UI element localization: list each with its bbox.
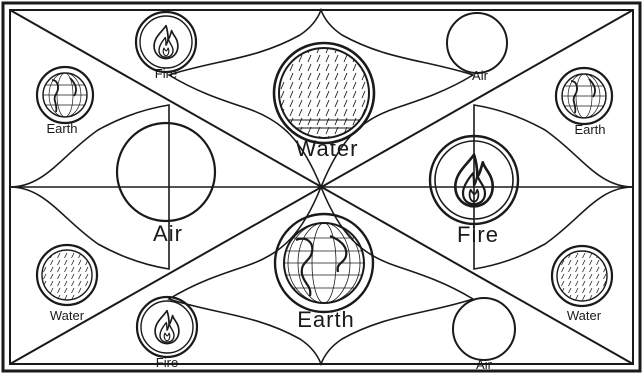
air-left-label: Air bbox=[153, 221, 183, 246]
water-bottom-right-element: Water bbox=[552, 246, 612, 323]
air-circle-icon bbox=[453, 298, 515, 360]
earth-top-left-element: Earth bbox=[37, 67, 93, 136]
air-bottom-element: Air bbox=[453, 298, 515, 372]
fire-top-element: Fire bbox=[136, 12, 196, 81]
water-bottom-left-label: Water bbox=[50, 308, 85, 323]
earth-center-label: Earth bbox=[297, 307, 355, 332]
air-top-element: Air bbox=[447, 13, 507, 83]
air-left-element: Air bbox=[117, 123, 215, 246]
air-circle-icon bbox=[447, 13, 507, 73]
fire-top-label: Fire bbox=[155, 66, 177, 81]
water-bottom-right-label: Water bbox=[567, 308, 602, 323]
air-bottom-label: Air bbox=[476, 357, 493, 372]
fire-bottom-label: Fire bbox=[156, 355, 178, 370]
air-top-label: Air bbox=[472, 68, 489, 83]
earth-top-left-label: Earth bbox=[46, 121, 77, 136]
water-bottom-left-element: Water bbox=[37, 245, 97, 323]
fire-bottom-element: Fire bbox=[137, 297, 197, 370]
water-center-element: Water bbox=[274, 43, 374, 161]
fire-right-label: Fire bbox=[457, 222, 499, 247]
air-circle-icon bbox=[117, 123, 215, 221]
earth-center-element: Earth bbox=[275, 214, 373, 332]
earth-top-right-label: Earth bbox=[574, 122, 605, 137]
earth-top-right-element: Earth bbox=[556, 68, 612, 137]
water-center-label: Water bbox=[296, 136, 359, 161]
